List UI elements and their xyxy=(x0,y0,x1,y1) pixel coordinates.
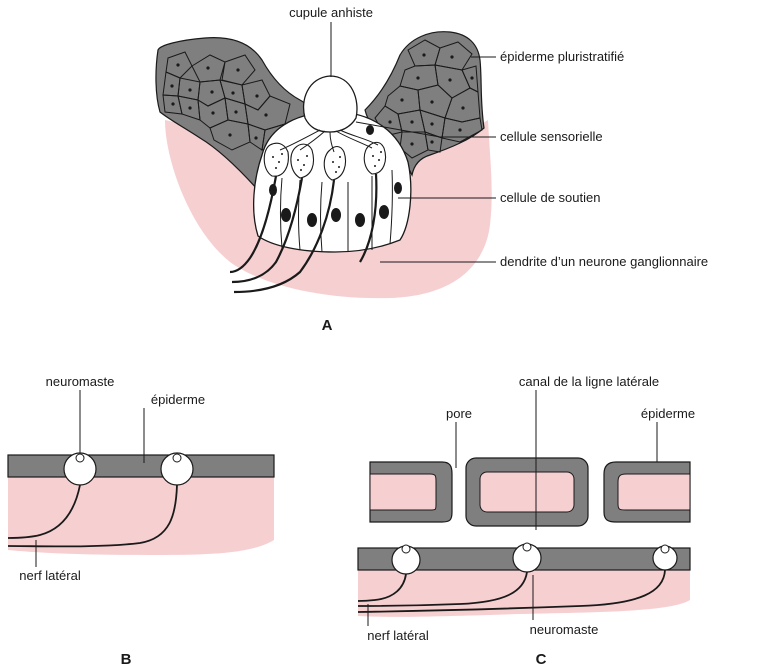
panel-c: canal de la ligne latérale pore épiderme… xyxy=(358,374,695,668)
canal-wall-blocks xyxy=(370,458,690,526)
label-nerf-c: nerf latéral xyxy=(367,628,429,643)
panel-a: cupule anhiste épiderme pluristratifié c… xyxy=(156,5,708,334)
label-cellule-sensorielle: cellule sensorielle xyxy=(500,129,603,144)
neuromast-organ-a xyxy=(254,112,411,252)
label-nerf-b: nerf latéral xyxy=(19,568,81,583)
panel-letter-c: C xyxy=(536,651,547,668)
label-cellule-soutien: cellule de soutien xyxy=(500,190,600,205)
label-epiderme-pluri: épiderme pluristratifié xyxy=(500,49,624,64)
neuromast-c3-top xyxy=(661,545,669,553)
label-epiderme-b: épiderme xyxy=(151,392,205,407)
label-pore: pore xyxy=(446,406,472,421)
dermis-c xyxy=(358,568,690,617)
epidermis-b xyxy=(8,455,274,477)
neuromast-c1-top xyxy=(402,545,410,553)
neuromast-c2-top xyxy=(523,543,531,551)
label-canal: canal de la ligne latérale xyxy=(519,374,659,389)
label-epiderme-c: épiderme xyxy=(641,406,695,421)
panel-letter-b: B xyxy=(121,651,132,668)
panel-b: neuromaste épiderme nerf latéral B xyxy=(8,374,274,668)
label-cupule: cupule anhiste xyxy=(289,5,373,20)
cupule-a xyxy=(304,76,357,132)
label-neuromaste-c: neuromaste xyxy=(530,622,599,637)
neuromast-b1-top xyxy=(76,454,84,462)
label-dendrite: dendrite d’un neurone ganglionnaire xyxy=(500,254,708,269)
label-neuromaste-b: neuromaste xyxy=(46,374,115,389)
neuromast-b2-top xyxy=(173,454,181,462)
panel-letter-a: A xyxy=(322,317,333,334)
